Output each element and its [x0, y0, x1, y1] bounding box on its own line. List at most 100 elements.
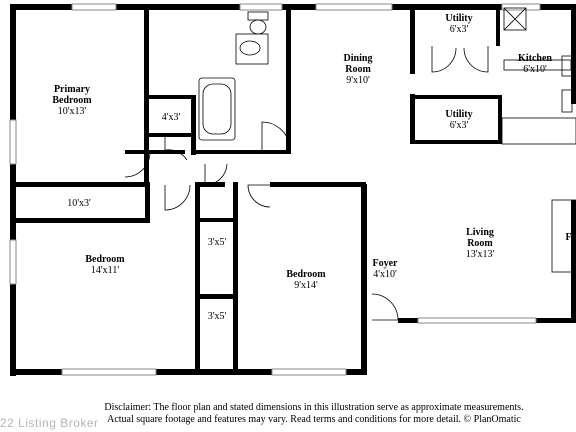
sink	[239, 40, 261, 56]
bedroom-center-dim: 9'x14'	[294, 280, 318, 291]
label-utility-top: Utility 6'x3'	[445, 13, 472, 35]
dining-dim: 9'x10'	[346, 75, 370, 86]
wall-living-right-stub	[571, 200, 576, 320]
vanity	[235, 33, 269, 65]
window-kitchen-top	[501, 3, 541, 11]
door-util-right	[463, 46, 489, 73]
wall-dining-right	[410, 4, 415, 74]
label-closet-primary: 10'x3'	[67, 198, 91, 209]
label-primary-bedroom: Primary Bedroom 10'x13'	[52, 84, 91, 117]
wall-smallcloset-bottom	[148, 133, 196, 137]
door-foyer	[371, 293, 399, 321]
wall-primary-bottom	[10, 182, 150, 187]
dining-name2: Room	[345, 64, 371, 75]
wall-util-bottom-base	[410, 140, 502, 144]
window-dining-top	[315, 3, 393, 11]
bedroom-center-name: Bedroom	[286, 269, 326, 280]
window-bedroom-left	[9, 239, 17, 285]
disclaimer-line1: Disclaimer: The floor plan and stated di…	[104, 402, 524, 413]
wall-util-bottom-right	[498, 95, 502, 144]
window-primary-top	[71, 3, 117, 11]
fireplace	[551, 199, 576, 273]
living-name2: Room	[467, 238, 493, 249]
wall-bath-right	[286, 4, 291, 154]
window-bath-top	[239, 3, 283, 11]
door-bedroom-center	[247, 184, 271, 208]
label-dining-room: Dining Room 9'x10'	[344, 53, 373, 86]
wall-util-top-right	[496, 4, 500, 46]
fridge	[503, 7, 527, 31]
wall-smallcloset-top	[148, 95, 196, 99]
wall-bottom	[10, 369, 366, 375]
living-name1: Living	[466, 227, 494, 238]
disclaimer-line2: Actual square footage and features may v…	[107, 414, 521, 425]
label-edge: Fl	[566, 232, 575, 243]
bathtub	[198, 77, 236, 141]
bedroom-left-name: Bedroom	[85, 254, 125, 265]
wall-utility-bottom	[410, 94, 415, 144]
door-hall-closet	[164, 137, 188, 161]
label-closet-b: 3'x5'	[208, 311, 227, 322]
wall-primary-right	[144, 4, 149, 186]
disclaimer: Disclaimer: The floor plan and stated di…	[64, 402, 564, 426]
kitchen-range	[561, 55, 573, 77]
wall-right-bedroom	[361, 184, 367, 375]
wall-bedroom-center-top	[270, 182, 366, 187]
closet-a-dim: 3'x5'	[207, 237, 227, 248]
primary-bedroom-name1: Primary	[53, 84, 91, 95]
closet-b-dim: 3'x5'	[207, 311, 227, 322]
wall-bath-bottom	[195, 150, 291, 154]
wall-left	[10, 4, 16, 376]
closet-primary-dim: 10'x3'	[67, 198, 91, 209]
toilet-bowl	[249, 19, 267, 35]
kitchen-name: Kitchen	[518, 53, 552, 64]
wall-closet-a-top	[195, 218, 238, 222]
dining-name1: Dining	[343, 53, 373, 64]
primary-bedroom-name2: Bedroom	[52, 95, 92, 106]
label-living-room: Living Room 13'x13'	[466, 227, 495, 260]
kitchen-island	[501, 117, 576, 145]
kitchen-dim: 6'x10'	[523, 64, 547, 75]
wall-hall-top	[125, 150, 185, 154]
label-utility-bottom: Utility 6'x3'	[445, 109, 472, 131]
label-kitchen: Kitchen 6'x10'	[518, 53, 552, 75]
door-bath	[261, 121, 291, 151]
door-hall-upper	[204, 163, 228, 186]
wall-closet-a-bottom	[195, 294, 238, 299]
utility-bottom-name: Utility	[445, 109, 473, 120]
door-primary	[124, 151, 151, 178]
label-bath-closet: 4'x3'	[162, 112, 181, 123]
wall-closet-bottom	[10, 218, 150, 223]
wall-bath-left	[191, 95, 196, 155]
window-living-bottom	[417, 317, 537, 324]
utility-top-dim: 6'x3'	[449, 24, 469, 35]
label-bedroom-center: Bedroom 9'x14'	[286, 269, 325, 291]
bathtub-inner	[202, 83, 232, 135]
bath-closet-dim: 4'x3'	[161, 112, 181, 123]
label-bedroom-left: Bedroom 14'x11'	[85, 254, 124, 276]
primary-bedroom-dim: 10'x13'	[57, 106, 87, 117]
foyer-dim: 4'x10'	[373, 269, 397, 280]
edge-text: Fl	[565, 232, 575, 243]
wall-top	[10, 4, 576, 10]
bedroom-left-dim: 14'x11'	[90, 265, 120, 276]
wall-closet-col-left	[195, 182, 200, 375]
window-bedroom-bottom	[61, 368, 157, 376]
window-bedroom2-bottom	[271, 368, 347, 376]
kitchen-sink	[561, 89, 573, 113]
label-closet-a: 3'x5'	[208, 237, 227, 248]
toilet-tank	[247, 11, 269, 21]
watermark: 22 Listing Broker	[0, 416, 99, 430]
utility-top-name: Utility	[445, 13, 473, 24]
living-dim: 13'x13'	[465, 249, 495, 260]
window-primary-left	[9, 119, 17, 165]
door-util-left	[431, 46, 457, 73]
utility-bottom-dim: 6'x3'	[449, 120, 469, 131]
wall-kitchen-right	[571, 4, 576, 104]
door-bedroom-left	[164, 184, 191, 211]
wall-closet-right	[145, 182, 150, 223]
fridge-x	[503, 7, 527, 31]
label-foyer: Foyer 4'x10'	[373, 258, 398, 280]
foyer-name: Foyer	[372, 258, 398, 269]
